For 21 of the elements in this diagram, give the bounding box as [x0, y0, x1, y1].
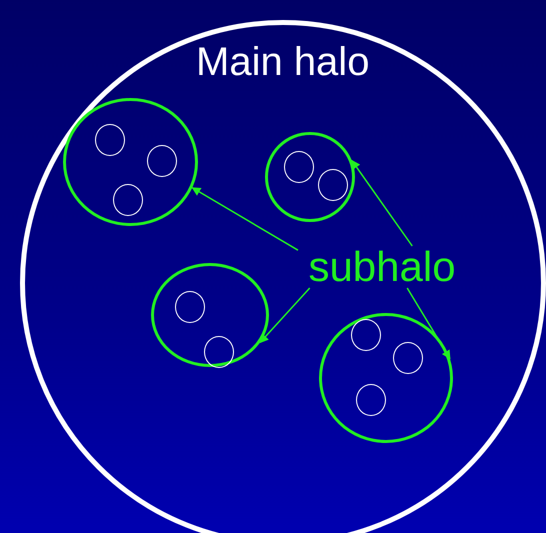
- small-circle: [113, 184, 143, 216]
- subhalo-label: subhalo: [298, 246, 466, 288]
- small-circle: [393, 342, 423, 374]
- small-circle: [351, 319, 381, 351]
- small-circle: [204, 336, 234, 368]
- halo-title: Main halo: [196, 42, 370, 82]
- halo-circle: [20, 20, 546, 533]
- arrow: [406, 288, 451, 360]
- arrow: [192, 187, 298, 251]
- subhalo-circle: [151, 263, 269, 367]
- subhalo-circle: [265, 132, 355, 222]
- small-circle: [318, 169, 348, 201]
- small-circle: [147, 145, 177, 177]
- small-circle: [175, 291, 205, 323]
- small-circle: [95, 124, 125, 156]
- small-circle: [284, 151, 314, 183]
- arrow: [259, 288, 310, 344]
- subhalo-circle: [319, 313, 453, 443]
- subhalo-circle: [63, 98, 198, 226]
- arrow: [351, 160, 413, 246]
- small-circle: [356, 384, 386, 416]
